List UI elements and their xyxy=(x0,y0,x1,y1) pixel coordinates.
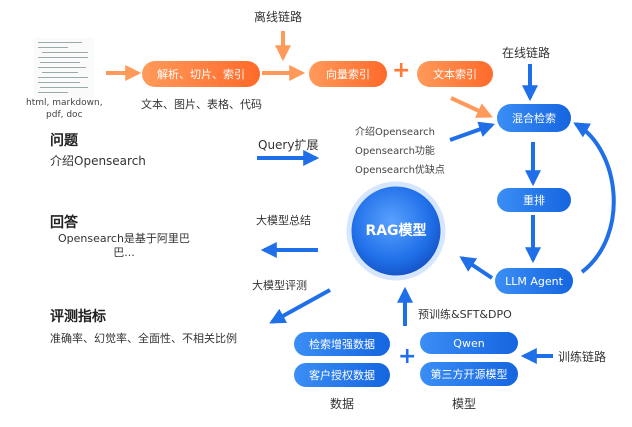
data-caption: 数据 xyxy=(330,397,355,411)
training-chain-label: 训练链路 xyxy=(558,350,607,364)
query-expand-label: Query扩展 xyxy=(258,138,319,152)
arrow-index-to-hybrid xyxy=(450,96,493,118)
hybrid-retrieval-box: 混合检索 xyxy=(497,104,571,132)
offline-plus-sign: + xyxy=(392,58,411,83)
content-types-label: 文本、图片、表格、代码 xyxy=(141,98,262,111)
eval-heading: 评测指标 xyxy=(50,309,106,325)
model-box-third-party: 第三方开源模型 xyxy=(420,362,518,386)
query-expansion-2: Opensearch功能 xyxy=(355,146,435,157)
model-box-qwen: Qwen xyxy=(420,332,518,354)
arrow-rag-to-eval xyxy=(269,288,331,324)
answer-text: Opensearch是基于阿里巴 巴... xyxy=(58,232,190,259)
rerank-box: 重排 xyxy=(497,188,571,212)
query-expansion-1: 介绍Opensearch xyxy=(355,127,435,138)
offline-chain-title: 离线链路 xyxy=(254,10,303,24)
question-text: 介绍Opensearch xyxy=(50,154,146,168)
rag-model-label: RAG模型 xyxy=(365,223,427,239)
arrow-agent-to-rag xyxy=(459,256,494,280)
doc-types-label: html, markdown, pdf, doc xyxy=(26,98,103,120)
vector-index-box: 向量索引 xyxy=(309,61,387,87)
query-expansion-3: Opensearch优缺点 xyxy=(355,165,445,176)
arrow-agent-to-hybrid xyxy=(573,122,616,274)
model-summary-label: 大模型总结 xyxy=(256,214,311,227)
answer-heading: 回答 xyxy=(50,215,78,231)
question-heading: 问题 xyxy=(50,133,78,149)
eval-metrics-text: 准确率、幻觉率、全面性、不相关比例 xyxy=(50,332,237,345)
model-eval-label: 大模型评测 xyxy=(252,279,307,292)
training-method-label: 预训练&SFT&DPO xyxy=(418,308,512,321)
data-box-retrieval-augmented: 检索增强数据 xyxy=(294,332,390,356)
online-chain-title: 在线链路 xyxy=(502,46,551,60)
document-thumbnail-icon xyxy=(34,38,94,98)
llm-agent-box: LLM Agent xyxy=(495,268,573,294)
arrow-expand-to-hybrid xyxy=(449,121,496,142)
training-plus-sign: + xyxy=(398,344,417,369)
rag-model-circle xyxy=(346,181,446,281)
data-box-customer-authorized: 客户授权数据 xyxy=(294,363,390,387)
model-caption: 模型 xyxy=(452,397,477,411)
parse-box: 解析、切片、索引 xyxy=(142,61,260,87)
text-index-box: 文本索引 xyxy=(417,61,493,87)
